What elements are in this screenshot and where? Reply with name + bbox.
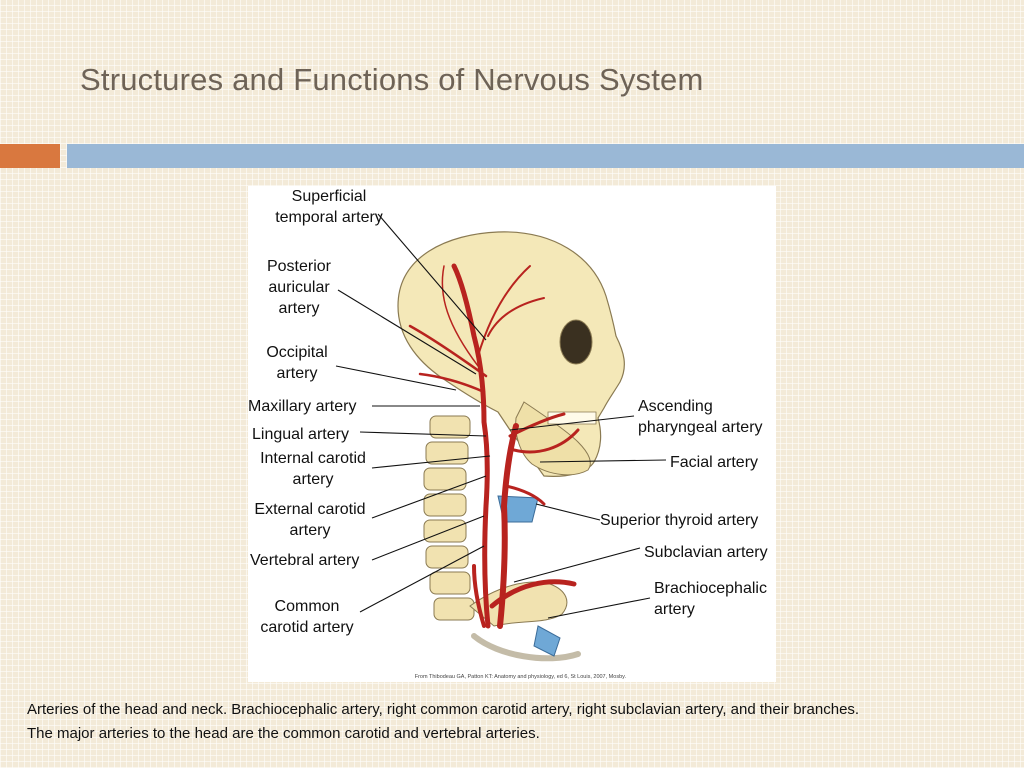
label-lingual-artery: Lingual artery: [252, 426, 349, 443]
accent-bar-orange: [0, 144, 60, 168]
arteries: [408, 263, 580, 629]
lower-cartilage: [533, 625, 561, 657]
label-internal-carotid-artery: Internal carotid artery: [260, 450, 366, 488]
eye-socket: [559, 319, 593, 365]
label-common-carotid-artery: Common carotid artery: [260, 598, 354, 636]
figure-credit: From Thibodeau GA, Patton KT: Anatomy an…: [414, 674, 626, 680]
label-occipital-artery: Occipital artery: [266, 344, 328, 382]
cervical-spine: [423, 415, 475, 621]
first-rib: [471, 633, 581, 662]
label-brachiocephalic-artery: Brachiocephalic artery: [654, 580, 767, 618]
label-ascending-pharyngeal-artery: Ascending pharyngeal artery: [638, 398, 763, 436]
accent-bar-blue: [67, 144, 1024, 168]
label-facial-artery: Facial artery: [670, 454, 759, 471]
label-external-carotid-artery: External carotid artery: [254, 501, 366, 539]
label-vertebral-artery: Vertebral artery: [250, 552, 360, 569]
head-neck-illustration: [335, 213, 667, 662]
clavicle: [469, 581, 568, 627]
label-superficial-temporal-artery: Superficial temporal artery: [275, 188, 383, 226]
label-maxillary-artery: Maxillary artery: [248, 398, 357, 415]
slide-title: Structures and Functions of Nervous Syst…: [80, 62, 704, 97]
label-posterior-auricular-artery: Posterior auricular artery: [266, 258, 332, 317]
jaw: [515, 401, 591, 476]
figure-caption: Arteries of the head and neck. Brachioce…: [27, 701, 860, 742]
label-superior-thyroid-artery: Superior thyroid artery: [600, 512, 759, 529]
anatomy-figure: Superficial temporal artery Posterior au…: [248, 186, 776, 682]
leader-lines: [335, 213, 667, 619]
label-subclavian-artery: Subclavian artery: [644, 544, 768, 561]
